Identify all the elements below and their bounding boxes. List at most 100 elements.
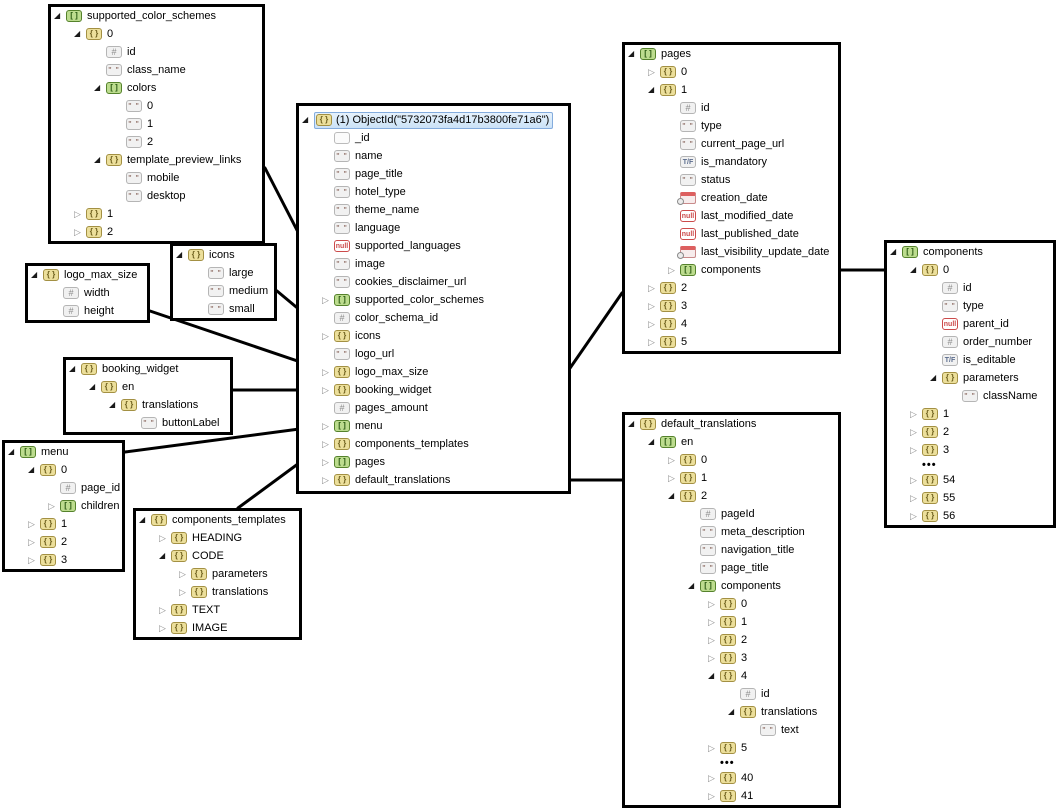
tree-row[interactable]: ▷{ }4 (625, 315, 838, 333)
collapse-arrow-icon[interactable]: ◢ (8, 447, 15, 456)
expand-arrow-icon[interactable]: ▷ (322, 384, 329, 395)
collapse-arrow-icon[interactable]: ◢ (688, 581, 695, 590)
tree-row[interactable]: _id (299, 129, 568, 147)
expand-arrow-icon[interactable]: ▷ (322, 366, 329, 377)
tree-row[interactable]: ▷{ }2 (51, 223, 262, 241)
collapse-arrow-icon[interactable]: ◢ (54, 11, 61, 20)
tree-row[interactable]: ◢{ }en (66, 378, 230, 396)
tree-row[interactable]: " "type (887, 297, 1053, 315)
expand-arrow-icon[interactable]: ▷ (910, 426, 917, 437)
expand-arrow-icon[interactable]: ▷ (708, 772, 715, 783)
tree-row[interactable]: ◢[ ]components (887, 243, 1053, 261)
tree-row[interactable]: #height (28, 302, 147, 320)
tree-row[interactable]: creation_date (625, 189, 838, 207)
tree-row[interactable]: " "hotel_type (299, 183, 568, 201)
collapse-arrow-icon[interactable]: ◢ (159, 551, 166, 560)
tree-row[interactable]: " "0 (51, 97, 262, 115)
tree-row[interactable]: ▷{ }41 (625, 787, 838, 805)
tree-row[interactable]: " "current_page_url (625, 135, 838, 153)
expand-arrow-icon[interactable]: ▷ (648, 318, 655, 329)
expand-arrow-icon[interactable]: ▷ (708, 652, 715, 663)
expand-arrow-icon[interactable]: ▷ (708, 598, 715, 609)
tree-row[interactable]: ▷{ }IMAGE (136, 619, 299, 637)
tree-row[interactable]: " "image (299, 255, 568, 273)
collapse-arrow-icon[interactable]: ◢ (109, 400, 116, 409)
expand-arrow-icon[interactable]: ▷ (159, 604, 166, 615)
tree-row[interactable]: ◢[ ]en (625, 433, 838, 451)
tree-row[interactable]: ◢[ ]pages (625, 45, 838, 63)
tree-row[interactable]: ▷{ }translations (136, 583, 299, 601)
collapse-arrow-icon[interactable]: ◢ (139, 515, 146, 524)
expand-arrow-icon[interactable]: ▷ (910, 492, 917, 503)
tree-row[interactable]: ▷{ }components_templates (299, 435, 568, 453)
tree-row[interactable]: #color_schema_id (299, 309, 568, 327)
tree-row[interactable]: " "mobile (51, 169, 262, 187)
tree-row[interactable]: ◢{ }translations (625, 703, 838, 721)
tree-row[interactable]: " "page_title (625, 559, 838, 577)
collapse-arrow-icon[interactable]: ◢ (890, 247, 897, 256)
expand-arrow-icon[interactable]: ▷ (708, 634, 715, 645)
tree-row[interactable]: ◢{ }1 (625, 81, 838, 99)
collapse-arrow-icon[interactable]: ◢ (89, 382, 96, 391)
tree-row[interactable]: " "large (173, 264, 274, 282)
tree-row[interactable]: ▷{ }0 (625, 63, 838, 81)
expand-arrow-icon[interactable]: ▷ (910, 444, 917, 455)
collapse-arrow-icon[interactable]: ◢ (94, 83, 101, 92)
collapse-arrow-icon[interactable]: ◢ (728, 707, 735, 716)
tree-row[interactable]: ▷{ }parameters (136, 565, 299, 583)
tree-ellipsis-row[interactable]: ••• (625, 757, 838, 769)
selected-node-highlight[interactable]: { }(1) ObjectId("5732073fa4d17b3800fe71a… (314, 111, 554, 129)
collapse-arrow-icon[interactable]: ◢ (668, 491, 675, 500)
tree-row[interactable]: ▷{ }3 (625, 297, 838, 315)
tree-row[interactable]: ▷[ ]children (5, 497, 122, 515)
expand-arrow-icon[interactable]: ▷ (708, 616, 715, 627)
tree-row[interactable]: #id (625, 99, 838, 117)
tree-row[interactable]: ▷{ }icons (299, 327, 568, 345)
tree-row[interactable]: ▷{ }2 (887, 423, 1053, 441)
tree-row[interactable]: ▷{ }1 (625, 469, 838, 487)
tree-row[interactable]: ◢{ }0 (51, 25, 262, 43)
expand-arrow-icon[interactable]: ▷ (28, 536, 35, 547)
tree-row[interactable]: #pageId (625, 505, 838, 523)
expand-arrow-icon[interactable]: ▷ (179, 586, 186, 597)
tree-row[interactable]: " "1 (51, 115, 262, 133)
tree-row[interactable]: " "small (173, 300, 274, 318)
tree-row[interactable]: " "buttonLabel (66, 414, 230, 432)
tree-row[interactable]: ▷{ }1 (51, 205, 262, 223)
tree-row[interactable]: #pages_amount (299, 399, 568, 417)
collapse-arrow-icon[interactable]: ◢ (648, 437, 655, 446)
collapse-arrow-icon[interactable]: ◢ (69, 364, 76, 373)
expand-arrow-icon[interactable]: ▷ (159, 622, 166, 633)
tree-row[interactable]: " "className (887, 387, 1053, 405)
tree-row[interactable]: ◢[ ]colors (51, 79, 262, 97)
tree-row[interactable]: " "page_title (299, 165, 568, 183)
tree-row[interactable]: ▷[ ]components (625, 261, 838, 279)
collapse-arrow-icon[interactable]: ◢ (302, 115, 309, 124)
tree-row[interactable]: #id (625, 685, 838, 703)
tree-row[interactable]: " "status (625, 171, 838, 189)
tree-row[interactable]: ▷[ ]supported_color_schemes (299, 291, 568, 309)
tree-row[interactable]: " "theme_name (299, 201, 568, 219)
tree-row[interactable]: ◢{ }4 (625, 667, 838, 685)
tree-row[interactable]: ◢{ }0 (887, 261, 1053, 279)
tree-row[interactable]: ◢ { }(1) ObjectId("5732073fa4d17b3800fe71… (299, 111, 568, 129)
tree-row[interactable]: " "cookies_disclaimer_url (299, 273, 568, 291)
tree-row[interactable]: ◢[ ]menu (5, 443, 122, 461)
tree-row[interactable]: ▷{ }HEADING (136, 529, 299, 547)
tree-row[interactable]: ▷{ }logo_max_size (299, 363, 568, 381)
expand-arrow-icon[interactable]: ▷ (910, 474, 917, 485)
tree-row[interactable]: ◢{ }translations (66, 396, 230, 414)
collapse-arrow-icon[interactable]: ◢ (31, 270, 38, 279)
collapse-arrow-icon[interactable]: ◢ (628, 419, 635, 428)
tree-row[interactable]: ◢{ }CODE (136, 547, 299, 565)
expand-arrow-icon[interactable]: ▷ (910, 408, 917, 419)
tree-row[interactable]: ▷{ }3 (887, 441, 1053, 459)
expand-arrow-icon[interactable]: ▷ (668, 264, 675, 275)
tree-row[interactable]: last_visibility_update_date (625, 243, 838, 261)
tree-row[interactable]: " "2 (51, 133, 262, 151)
tree-row[interactable]: ▷{ }5 (625, 333, 838, 351)
expand-arrow-icon[interactable]: ▷ (159, 532, 166, 543)
